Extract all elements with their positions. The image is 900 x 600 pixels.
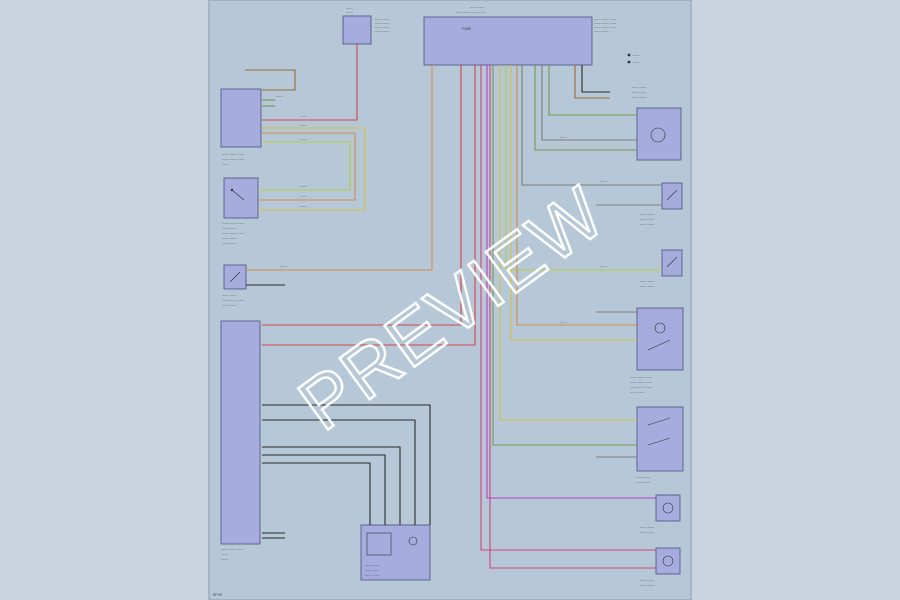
- svg-text:------ ------ ------: ------ ------ ------: [594, 25, 616, 29]
- right-switch-5: ------ ------ ------ ------: [636, 406, 684, 484]
- right-switch-3: ------ ------ ------ ------: [640, 249, 683, 288]
- svg-text:------: ------: [560, 135, 567, 139]
- svg-text:------ ------: ------ ------: [640, 217, 655, 221]
- left-switch-small: ------ ------ ------ ------ ------ -----…: [222, 264, 247, 307]
- svg-text:------ ------: ------ ------: [375, 29, 390, 33]
- legend: ------ ------: [627, 53, 640, 64]
- svg-text:------: ------: [300, 204, 307, 208]
- svg-text:------ ------: ------ ------: [640, 525, 655, 529]
- svg-text:------ ------: ------ ------: [640, 583, 655, 587]
- svg-text:------ ------ ------: ------ ------ ------: [630, 385, 652, 389]
- svg-text:------: ------: [276, 94, 283, 98]
- svg-text:------ ------ ------: ------ ------ ------: [222, 221, 244, 225]
- svg-text:------ ------: ------ ------: [632, 85, 647, 89]
- svg-text:------: ------: [300, 194, 307, 198]
- fuse-box-top: ------ ------ ------ ------ ------ -----…: [342, 6, 390, 45]
- svg-text:------ ------: ------ ------: [222, 236, 237, 240]
- svg-text:------ ------: ------ ------: [640, 284, 655, 288]
- bottom-module: ------ ------ ------ ------ ------ -----…: [360, 524, 431, 581]
- svg-text:------ ------: ------ ------: [636, 480, 651, 484]
- svg-text:------ ------: ------ ------: [375, 25, 390, 29]
- big-control-module: ------ ------ ------ ------ ------: [220, 320, 261, 561]
- page-reference: EP 90: [213, 593, 222, 597]
- svg-text:------: ------: [633, 53, 640, 57]
- svg-text:------ ------: ------ ------: [640, 279, 655, 283]
- svg-text:------ ------ ------ ------: ------ ------ ------ ------: [456, 10, 486, 14]
- right-switch-1: ------ ------ ------ ------ ------ -----…: [632, 85, 682, 161]
- svg-text:------ ------ ------: ------ ------ ------: [222, 298, 244, 302]
- svg-text:------ ------: ------ ------: [640, 212, 655, 216]
- svg-text:FUSE: FUSE: [462, 27, 472, 31]
- svg-text:------: ------: [600, 179, 607, 183]
- svg-text:------: ------: [346, 6, 353, 10]
- diagram-sheet: [208, 0, 692, 600]
- svg-text:------ ------: ------ ------: [222, 226, 237, 230]
- svg-text:------ ------: ------ ------: [365, 568, 380, 572]
- right-sensor-1: ------ ------ ------ ------: [640, 494, 681, 534]
- svg-text:------: ------: [221, 557, 228, 561]
- svg-text:------ ------: ------ ------: [375, 21, 390, 25]
- svg-text:------: ------: [300, 137, 307, 141]
- left-switch: ------ ------ ------ ------ ------ -----…: [222, 177, 259, 245]
- svg-text:------ ------: ------ ------: [470, 5, 485, 9]
- svg-text:------ ------ ------: ------ ------ ------: [630, 375, 652, 379]
- svg-text:------: ------: [600, 264, 607, 268]
- svg-text:------: ------: [300, 184, 307, 188]
- svg-text:------ ------ ------: ------ ------ ------: [222, 152, 244, 156]
- svg-text:------ ------: ------ ------: [365, 573, 380, 577]
- right-switch-4: ------ ------ ------ ------ ------ -----…: [630, 307, 684, 394]
- svg-text:------: ------: [346, 10, 353, 14]
- svg-text:------: ------: [280, 264, 287, 268]
- svg-text:------ ------: ------ ------: [640, 578, 655, 582]
- svg-text:------ ------: ------ ------: [632, 90, 647, 94]
- wires: [245, 44, 662, 569]
- svg-text:------ ------: ------ ------: [636, 475, 651, 479]
- svg-text:------: ------: [560, 320, 567, 324]
- svg-text:------: ------: [300, 114, 307, 118]
- svg-text:------ ------ ------: ------ ------ ------: [630, 380, 652, 384]
- svg-text:------ ------: ------ ------: [632, 95, 647, 99]
- svg-text:------ ------ ------: ------ ------ ------: [221, 547, 243, 551]
- left-upper-module: ------ ------ ------ ------ ------ -----…: [220, 88, 262, 166]
- svg-text:------ ------: ------ ------: [630, 390, 645, 394]
- svg-text:------ ------: ------ ------: [640, 530, 655, 534]
- svg-text:------: ------: [222, 162, 229, 166]
- right-switch-2: ------ ------ ------ ------ ------ -----…: [640, 182, 683, 226]
- svg-text:------ ------: ------ ------: [594, 29, 609, 33]
- svg-text:------ ------ ------: ------ ------ ------: [594, 17, 616, 21]
- svg-text:------ ------ ------: ------ ------ ------: [222, 157, 244, 161]
- svg-text:------ ------: ------ ------: [222, 293, 237, 297]
- svg-text:------: ------: [221, 552, 228, 556]
- svg-text:------ ------: ------ ------: [375, 17, 390, 21]
- svg-text:------: ------: [300, 123, 307, 127]
- svg-text:------ ------ ------: ------ ------ ------: [222, 231, 244, 235]
- svg-text:------ ------: ------ ------: [365, 563, 380, 567]
- svg-text:------: ------: [633, 60, 640, 64]
- svg-text:------ ------ ------: ------ ------ ------: [594, 21, 616, 25]
- svg-text:------ ------: ------ ------: [640, 222, 655, 226]
- wire-labels: ------ ------ ------ ------ ------ -----…: [276, 94, 607, 324]
- svg-text:------ ------: ------ ------: [222, 241, 237, 245]
- right-sensor-2: ------ ------ ------ ------: [640, 547, 681, 587]
- svg-text:------ ------: ------ ------: [222, 303, 237, 307]
- central-control-module: ------ ------ ------ ------ ------ -----…: [423, 5, 616, 66]
